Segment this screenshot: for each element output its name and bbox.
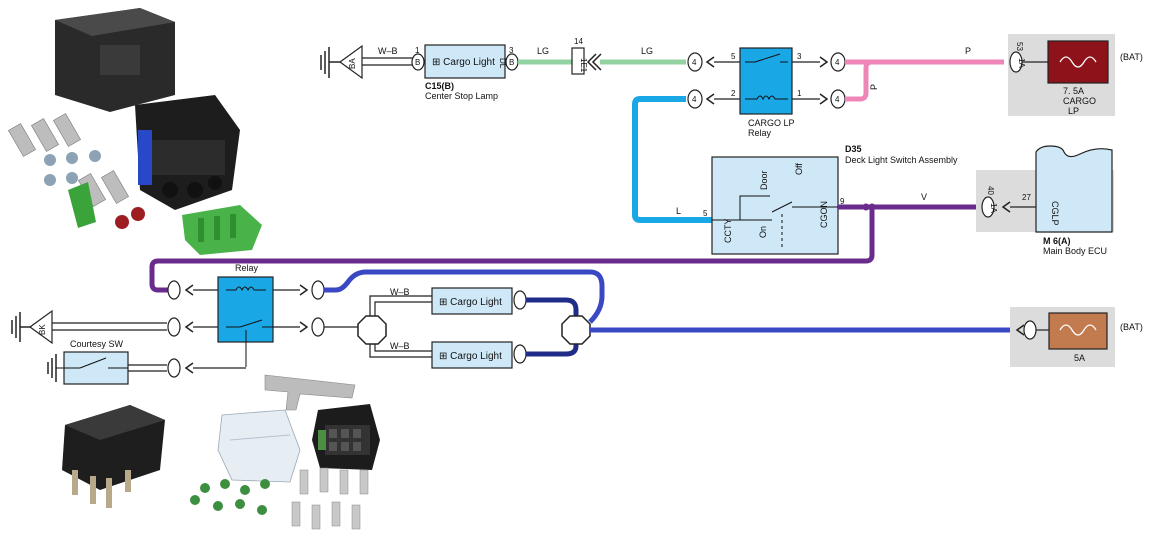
svg-text:4: 4 — [692, 95, 697, 104]
ground-bk-code: BK — [38, 324, 47, 335]
svg-text:CCTY: CCTY — [723, 219, 733, 244]
svg-text:3: 3 — [509, 46, 514, 55]
fuse-cargo-lp: 53 1A 7. 5A CARGO LP (BAT) — [1008, 34, 1143, 116]
svg-text:4: 4 — [835, 95, 840, 104]
cargo-lp-relay: 5 3 2 1 CARGO LP Relay — [731, 47, 802, 138]
junction-right — [561, 315, 591, 345]
svg-text:CGON: CGON — [819, 201, 829, 228]
svg-text:4: 4 — [692, 58, 697, 67]
svg-text:3: 3 — [797, 52, 802, 61]
wire-label-v: V — [921, 192, 927, 202]
svg-text:On: On — [758, 226, 768, 238]
svg-text:4: 4 — [835, 58, 840, 67]
cargo-light-top-pin-left: 1 — [415, 46, 420, 55]
svg-text:⊞ Cargo Light: ⊞ Cargo Light — [439, 297, 502, 308]
relay-connector-left-top — [167, 280, 194, 300]
relay-connector-kit-photo — [8, 8, 262, 255]
deck-switch-name: Deck Light Switch Assembly — [845, 155, 958, 165]
svg-text:Courtesy SW: Courtesy SW — [70, 339, 124, 349]
wire-label-lg-1: LG — [537, 46, 549, 56]
svg-text:DL: DL — [498, 58, 507, 69]
wire-label-p-2: P — [869, 84, 879, 90]
splice-1e1: 14 1E1 — [571, 37, 602, 75]
wire-label-lg-2: LG — [641, 46, 653, 56]
svg-text:CGLP: CGLP — [1050, 201, 1060, 226]
svg-text:40: 40 — [986, 186, 995, 195]
center-stop-lamp-label: Center Stop Lamp — [425, 91, 498, 101]
svg-text:1E1: 1E1 — [579, 58, 588, 73]
wire-label-wb-top: W–B — [378, 46, 398, 56]
svg-text:Door: Door — [759, 170, 769, 190]
svg-text:CARGO LP: CARGO LP — [748, 118, 795, 128]
svg-text:CARGO: CARGO — [1063, 96, 1096, 106]
svg-text:Relay: Relay — [748, 128, 772, 138]
in-line-connector-4-a: 4 — [687, 52, 715, 72]
cargo-light-top: 1 B ⊞ Cargo Light DL 3 B C15(B) Center S… — [411, 44, 519, 101]
svg-text:B: B — [509, 58, 514, 67]
courtesy-switch: Courtesy SW — [47, 339, 129, 385]
cargo-light-top-label: ⊞ Cargo Light — [432, 57, 495, 68]
cargo-light-a: ⊞ Cargo Light — [431, 287, 527, 315]
svg-text:7. 5A: 7. 5A — [1063, 86, 1084, 96]
ground-ba: BA — [320, 44, 363, 80]
fuse-5a: 5A (BAT) — [1010, 307, 1143, 367]
relay-connector-right-top — [299, 280, 325, 300]
svg-text:1: 1 — [797, 89, 802, 98]
wire-label-p-1: P — [965, 46, 971, 56]
in-line-connector-4-d: 4 — [819, 89, 846, 109]
ground-ba-code: BA — [348, 58, 357, 69]
svg-text:5: 5 — [731, 52, 736, 61]
cargo-light-b: ⊞ Cargo Light — [431, 341, 527, 369]
junction-left — [357, 315, 387, 345]
svg-text:5A: 5A — [1074, 353, 1085, 363]
connector-m6a: M 6(A) — [1043, 236, 1071, 246]
svg-text:Relay: Relay — [235, 263, 259, 273]
wire-label-l: L — [676, 206, 681, 216]
wire-label-wb-2: W–B — [390, 287, 410, 297]
svg-text:14: 14 — [574, 37, 583, 46]
deck-light-switch-assembly: 5 9 Door Off On CGON CCTY D35 Deck Light… — [703, 144, 958, 255]
svg-text:1A: 1A — [1017, 58, 1026, 68]
svg-text:⊞ Cargo Light: ⊞ Cargo Light — [439, 351, 502, 362]
svg-text:1A: 1A — [989, 203, 998, 213]
svg-text:Off: Off — [794, 163, 804, 175]
connector-d35: D35 — [845, 144, 862, 154]
relay-connector-right-bottom — [299, 317, 325, 337]
micro-relay-connector-kit-photo — [62, 374, 380, 530]
main-body-ecu: 40 1A 27 CGLP M 6(A) Main Body ECU — [976, 145, 1114, 256]
svg-text:53: 53 — [1015, 42, 1024, 51]
svg-text:B: B — [415, 58, 420, 67]
svg-text:(BAT): (BAT) — [1120, 322, 1143, 332]
svg-text:(BAT): (BAT) — [1120, 52, 1143, 62]
connector-c15b: C15(B) — [425, 81, 454, 91]
svg-text:5: 5 — [703, 209, 708, 218]
svg-text:27: 27 — [1022, 193, 1031, 202]
svg-text:9: 9 — [840, 197, 845, 206]
main-body-ecu-name: Main Body ECU — [1043, 246, 1107, 256]
svg-text:LP: LP — [1068, 106, 1079, 116]
svg-text:2: 2 — [731, 89, 736, 98]
wire-label-wb-3: W–B — [390, 341, 410, 351]
relay-connector-left-bottom — [167, 317, 194, 337]
relay: Relay — [217, 263, 274, 367]
in-line-connector-4-c: 4 — [819, 52, 846, 72]
ground-bk: BK — [11, 309, 53, 345]
in-line-connector-4-b: 4 — [687, 89, 715, 109]
courtesy-sw-connector — [167, 358, 194, 378]
